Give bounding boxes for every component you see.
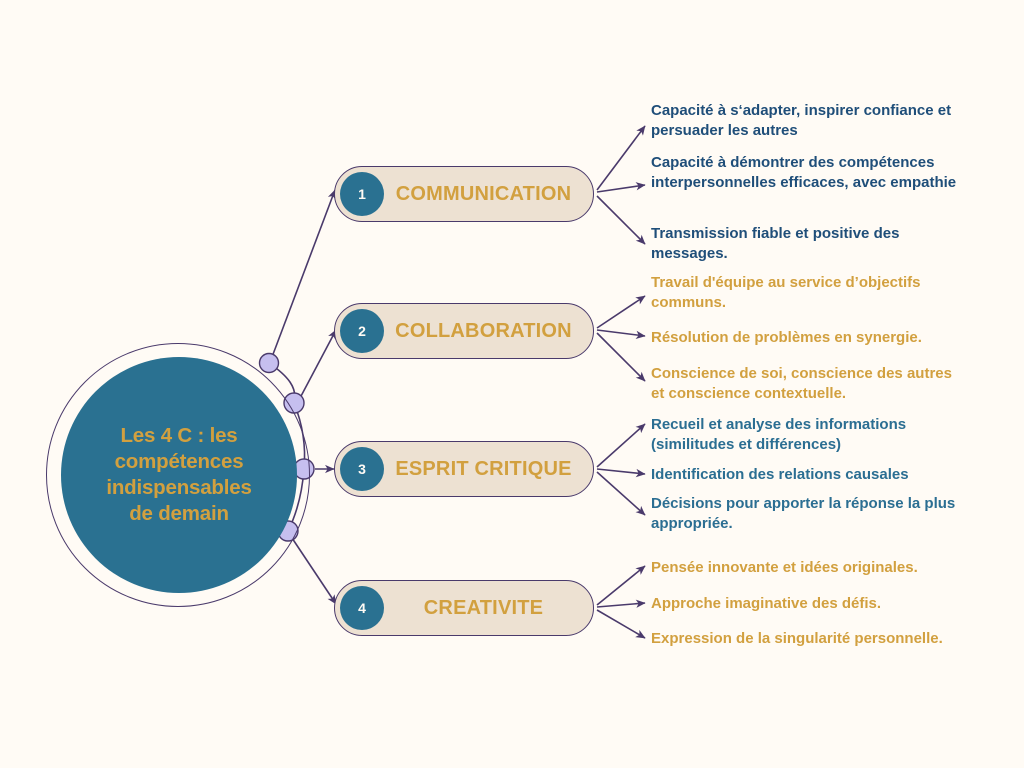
branch-number-4: 4	[340, 586, 384, 630]
leaf-2-1: Travail d'équipe au service d’objectifs …	[651, 274, 921, 311]
leaf-2-2: Résolution de problèmes en synergie.	[651, 329, 922, 346]
branch-label-communication: COMMUNICATION	[395, 182, 572, 205]
leaf-1-2: Capacité à démontrer des compétences int…	[651, 154, 957, 191]
leaf-2-3: Conscience de soi, conscience des autres…	[651, 365, 952, 402]
leaf-1-3: Transmission fiable et positive des mess…	[651, 225, 900, 262]
leaf-3-1: Recueil et analyse des informations (sim…	[651, 416, 907, 453]
branch-pill-creativite[interactable]: 4 CREATIVITE	[334, 580, 594, 636]
leaf-3-2: Identification des relations causales	[651, 466, 909, 483]
branch-pill-communication[interactable]: 1 COMMUNICATION	[334, 166, 594, 222]
junction-dot-1	[258, 352, 280, 374]
branch-number-1: 1	[340, 172, 384, 216]
hub-outer-ring	[46, 343, 310, 607]
branch-pill-collaboration[interactable]: 2 COLLABORATION	[334, 303, 594, 359]
branch-label-esprit-critique: ESPRIT CRITIQUE	[395, 457, 572, 480]
hub-title: Les 4 C : les compétences indispensables…	[106, 424, 252, 525]
leaf-1-1: Capacité à s‘adapter, inspirer confiance…	[651, 102, 952, 139]
branch-number-2: 2	[340, 309, 384, 353]
leaf-4-3: Expression de la singularité personnelle…	[651, 630, 943, 647]
branch-label-collaboration: COLLABORATION	[395, 319, 572, 342]
branch-number-3: 3	[340, 447, 384, 491]
leaf-4-2: Approche imaginative des défis.	[651, 595, 882, 612]
branch-pill-esprit-critique[interactable]: 3 ESPRIT CRITIQUE	[334, 441, 594, 497]
leaf-3-3: Décisions pour apporter la réponse la pl…	[651, 495, 956, 532]
hub-circle: Les 4 C : les compétences indispensables…	[61, 357, 297, 593]
leaf-4-1: Pensée innovante et idées originales.	[651, 559, 918, 576]
branch-label-creativite: CREATIVITE	[423, 596, 544, 619]
